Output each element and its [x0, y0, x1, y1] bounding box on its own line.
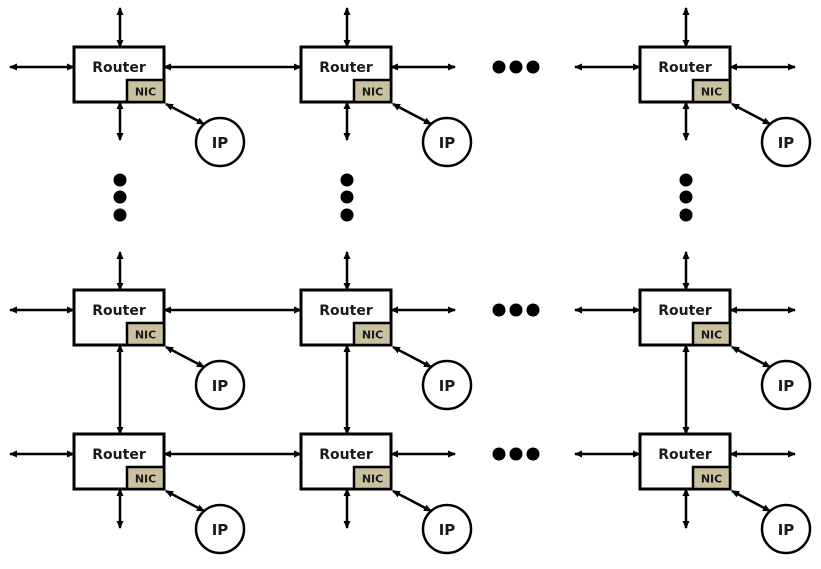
- nic-box: [352, 78, 393, 104]
- ip-core-circle: [421, 503, 473, 555]
- router-label: Router: [658, 303, 712, 319]
- ip-core-circle: [194, 359, 246, 411]
- nic-box: [691, 321, 732, 347]
- router-label: Router: [92, 60, 146, 76]
- nic-label: NIC: [135, 329, 156, 342]
- ip-core-circle: [421, 116, 473, 168]
- horizontal-ellipsis-dot: [509, 60, 523, 74]
- nic-ip-link-arrow: [165, 489, 205, 513]
- ip-label: IP: [778, 377, 795, 395]
- horizontal-ellipsis-dot: [526, 60, 540, 74]
- nic-ip-link-arrow: [392, 489, 432, 513]
- ip-core-circle: [760, 359, 812, 411]
- nic-ip-link-arrow: [731, 489, 771, 513]
- router-label: Router: [658, 447, 712, 463]
- router-label: Router: [319, 60, 373, 76]
- nic-box: [125, 465, 166, 491]
- nic-ip-link-arrow: [392, 345, 432, 369]
- horizontal-ellipsis-dot: [492, 303, 506, 317]
- nic-ip-link-arrow: [165, 345, 205, 369]
- router-box: [299, 432, 393, 491]
- nic-box: [691, 78, 732, 104]
- ip-core-circle: [760, 503, 812, 555]
- nic-box: [125, 321, 166, 347]
- ip-label: IP: [439, 521, 456, 539]
- nic-label: NIC: [362, 329, 383, 342]
- ip-label: IP: [439, 134, 456, 152]
- nic-box: [125, 78, 166, 104]
- ip-label: IP: [778, 134, 795, 152]
- nic-label: NIC: [362, 86, 383, 99]
- vertical-ellipsis-dot: [340, 173, 354, 187]
- vertical-ellipsis-dot: [113, 173, 127, 187]
- nic-box: [352, 465, 393, 491]
- vertical-ellipsis-dot: [340, 190, 354, 204]
- horizontal-ellipsis-dot: [492, 447, 506, 461]
- vertical-ellipsis-dot: [113, 190, 127, 204]
- router-box: [638, 432, 732, 491]
- router-box: [299, 288, 393, 347]
- nic-label: NIC: [135, 86, 156, 99]
- ip-label: IP: [212, 377, 229, 395]
- nodes-layer: RouterNICIPRouterNICIPRouterNICIPRouterN…: [72, 45, 812, 555]
- nic-label: NIC: [701, 329, 722, 342]
- vertical-ellipsis-dot: [340, 208, 354, 222]
- nic-label: NIC: [135, 473, 156, 486]
- ip-label: IP: [778, 521, 795, 539]
- ip-core-circle: [194, 503, 246, 555]
- nic-ip-link-arrow: [165, 102, 205, 126]
- ip-core-circle: [194, 116, 246, 168]
- horizontal-ellipsis-dot: [509, 303, 523, 317]
- router-label: Router: [319, 447, 373, 463]
- nic-box: [352, 321, 393, 347]
- nic-ip-link-arrow: [392, 102, 432, 126]
- ip-core-circle: [760, 116, 812, 168]
- vertical-ellipsis-dot: [679, 208, 693, 222]
- ip-label: IP: [212, 134, 229, 152]
- horizontal-ellipsis-dot: [526, 447, 540, 461]
- horizontal-ellipsis-dot: [509, 447, 523, 461]
- nic-label: NIC: [701, 473, 722, 486]
- router-label: Router: [92, 447, 146, 463]
- vertical-ellipsis-dot: [679, 190, 693, 204]
- nic-ip-link-arrow: [731, 345, 771, 369]
- horizontal-ellipsis-dot: [526, 303, 540, 317]
- nic-label: NIC: [701, 86, 722, 99]
- nic-ip-link-arrow: [731, 102, 771, 126]
- ip-core-circle: [421, 359, 473, 411]
- ip-label: IP: [212, 521, 229, 539]
- links-layer: [9, 7, 796, 529]
- vertical-ellipsis-dot: [679, 173, 693, 187]
- router-label: Router: [92, 303, 146, 319]
- router-label: Router: [319, 303, 373, 319]
- horizontal-ellipsis-dot: [492, 60, 506, 74]
- router-label: Router: [658, 60, 712, 76]
- ellipsis-layer: [113, 60, 693, 461]
- nic-label: NIC: [362, 473, 383, 486]
- ip-label: IP: [439, 377, 456, 395]
- nic-box: [691, 465, 732, 491]
- vertical-ellipsis-dot: [113, 208, 127, 222]
